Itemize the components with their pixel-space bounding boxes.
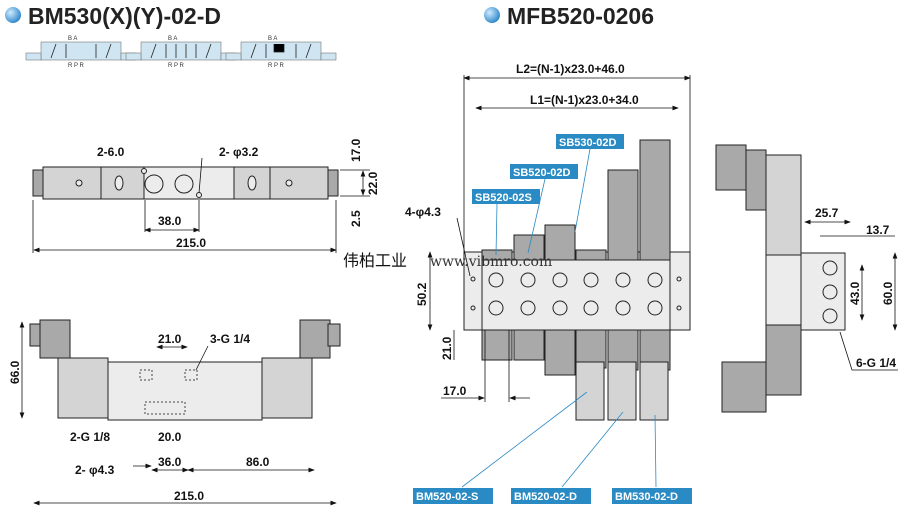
watermark-cn: 伟柏工业 bbox=[343, 252, 407, 270]
svg-text:SB520-02S: SB520-02S bbox=[475, 192, 532, 204]
mount-holes-label-right: 4-φ4.3 bbox=[405, 205, 441, 219]
dim-25: 2.5 bbox=[349, 210, 363, 227]
dim-21: 21.0 bbox=[158, 332, 182, 346]
dim-length-front: 215.0 bbox=[174, 489, 204, 503]
svg-text:B A: B A bbox=[68, 36, 77, 42]
title-bullet-icon bbox=[5, 7, 21, 23]
valve-symbol: B A R P R bbox=[225, 36, 337, 69]
manifold-view bbox=[463, 139, 691, 421]
svg-text:SB530-02D: SB530-02D bbox=[559, 137, 617, 149]
dim-slot: 2-6.0 bbox=[97, 145, 125, 159]
ports-label: 6-G 1/4 bbox=[856, 356, 896, 370]
valve-symbol: B A R P R bbox=[25, 36, 137, 69]
dim-17: 17.0 bbox=[349, 138, 363, 162]
side-view bbox=[715, 144, 846, 413]
dim-21-right: 21.0 bbox=[440, 336, 454, 360]
dim-86: 86.0 bbox=[246, 455, 270, 469]
mount-holes-label: 2- φ4.3 bbox=[75, 463, 115, 477]
svg-text:R P R: R P R bbox=[268, 63, 285, 69]
dim-60: 60.0 bbox=[881, 281, 895, 305]
bottom-tags: BM520-02-S BM520-02-D BM530-02-D bbox=[413, 391, 692, 504]
top-tags: SB530-02D SB520-02D SB520-02S bbox=[472, 134, 624, 256]
dim-22: 22.0 bbox=[366, 171, 380, 195]
port-out-label: 3-G 1/4 bbox=[210, 332, 250, 346]
valve-symbols: B A R P R B A R P R B A R P R bbox=[25, 36, 337, 69]
dim-13-7: 13.7 bbox=[866, 223, 890, 237]
svg-text:BM520-02-S: BM520-02-S bbox=[416, 491, 478, 503]
valve-symbol: B A R P R bbox=[125, 36, 237, 69]
svg-text:R P R: R P R bbox=[168, 63, 185, 69]
svg-text:BM530-02-D: BM530-02-D bbox=[615, 491, 678, 503]
svg-text:B A: B A bbox=[268, 36, 277, 42]
dim-20: 20.0 bbox=[158, 430, 182, 444]
dim-25-7: 25.7 bbox=[815, 206, 839, 220]
svg-text:SB520-02D: SB520-02D bbox=[513, 167, 571, 179]
svg-text:R P R: R P R bbox=[68, 63, 85, 69]
dim-length: 215.0 bbox=[176, 236, 206, 250]
front-view bbox=[29, 319, 341, 421]
dim-36: 36.0 bbox=[158, 455, 182, 469]
title-bullet-icon bbox=[484, 7, 500, 23]
dim-pitch: 38.0 bbox=[158, 214, 182, 228]
dim-L2: L2=(N-1)x23.0+46.0 bbox=[516, 62, 625, 76]
dim-L1: L1=(N-1)x23.0+34.0 bbox=[530, 93, 639, 107]
dim-holes: 2- φ3.2 bbox=[219, 145, 259, 159]
port-pilot-label: 2-G 1/8 bbox=[70, 430, 110, 444]
svg-text:B A: B A bbox=[168, 36, 177, 42]
dim-height: 66.0 bbox=[8, 360, 22, 384]
right-title: MFB520-0206 bbox=[507, 3, 654, 29]
dim-43: 43.0 bbox=[848, 281, 862, 305]
dim-17-right: 17.0 bbox=[443, 384, 467, 398]
dim-50: 50.2 bbox=[415, 282, 429, 306]
svg-text:BM520-02-D: BM520-02-D bbox=[514, 491, 577, 503]
watermark-url: www.vibmro.com bbox=[430, 254, 552, 270]
top-view bbox=[32, 166, 339, 200]
left-title: BM530(X)(Y)-02-D bbox=[28, 3, 221, 29]
